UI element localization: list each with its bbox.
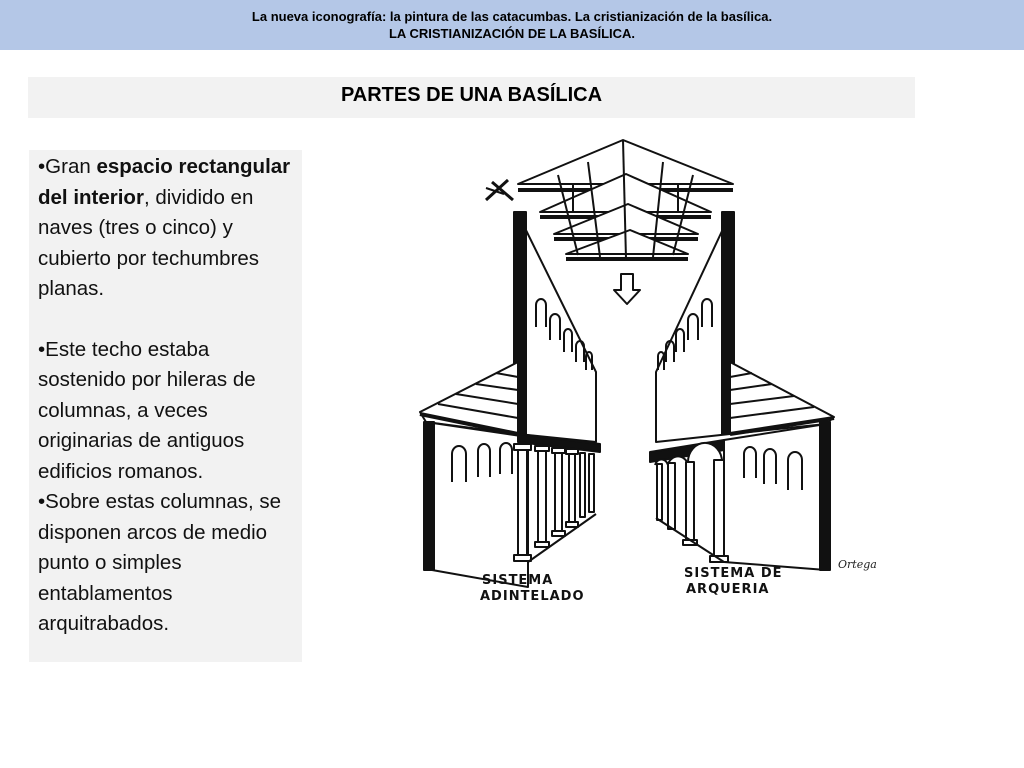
caption-left-1: SISTEMA xyxy=(482,573,553,588)
bullet-text-box: •Gran espacio rectangular del interior, … xyxy=(29,150,302,662)
emblem-icon xyxy=(484,178,514,202)
basilica-drawing: SISTEMA ADINTELADO SISTEMA DE ARQUERIA O… xyxy=(419,139,877,604)
bullet-2: •Este techo estaba sostenido por hileras… xyxy=(38,337,256,483)
artist-signature: Ortega xyxy=(838,558,877,571)
bullet-1-post: , dividido en naves (tres o cinco) y cub… xyxy=(38,185,260,301)
caption-right-1: SISTEMA DE xyxy=(684,566,783,581)
header-line-2: LA CRISTIANIZACIÓN DE LA BASÍLICA. xyxy=(388,26,636,41)
down-arrow-icon xyxy=(613,273,641,305)
bullet-1-pre: •Gran xyxy=(38,155,97,178)
header-line-1: La nueva iconografía: la pintura de las … xyxy=(251,9,773,24)
caption-right-2: ARQUERIA xyxy=(686,582,769,597)
bullet-1: •Gran espacio rectangular del interior, … xyxy=(38,152,298,305)
slide-title: PARTES DE UNA BASÍLICA xyxy=(28,77,915,118)
slide-header: La nueva iconografía: la pintura de las … xyxy=(0,0,1024,50)
bullet-3: •Sobre estas columnas, se disponen arcos… xyxy=(38,490,282,635)
roof-truss xyxy=(517,139,734,261)
caption-left-2: ADINTELADO xyxy=(480,589,585,604)
bullet-1-bold: espacio rectangular del interior xyxy=(38,155,291,209)
